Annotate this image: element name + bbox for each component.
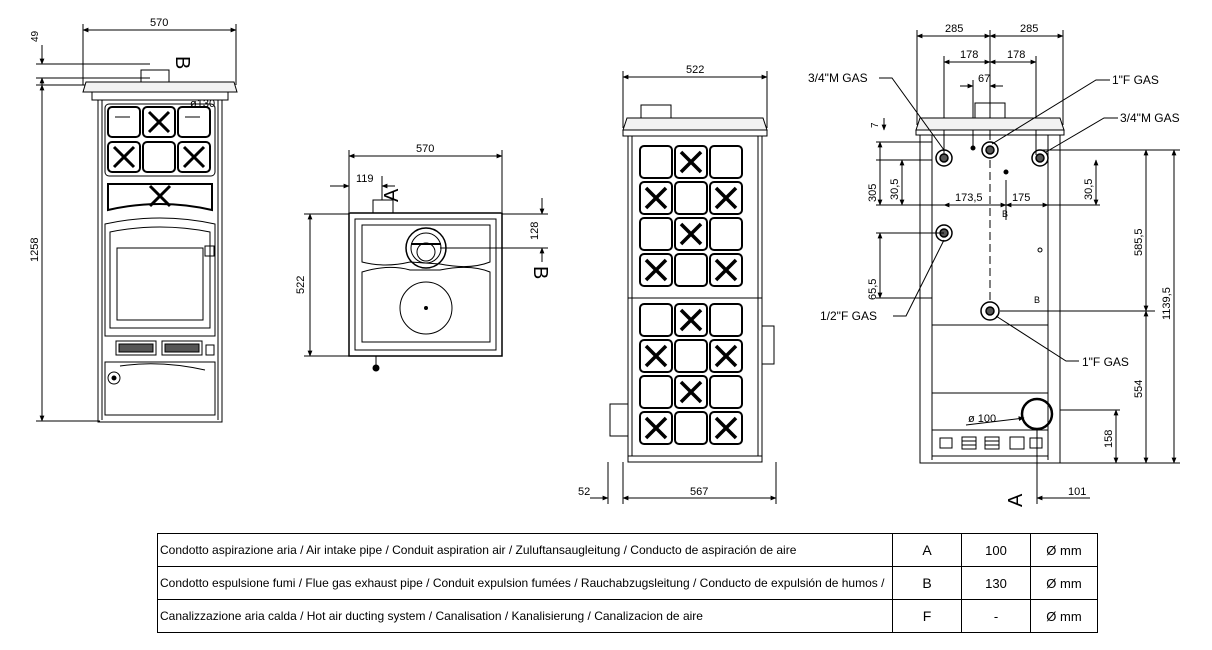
front-view [36,24,238,423]
rear-gas-r: 3/4"M GAS [1120,111,1180,125]
rear-dim-175: 175 [1012,192,1030,204]
rear-center-67: 67 [978,73,990,85]
top-depth-label: 522 [295,276,307,294]
spec-table: Condotto aspirazione aria / Air intake p… [157,533,1098,633]
row-unit: Ø mm [1030,566,1098,600]
rear-dim-101: 101 [1068,486,1086,498]
table-row: Canalizzazione aria calda / Hot air duct… [157,599,1098,633]
rear-gas-tr: 1"F GAS [1112,73,1159,87]
row-code: F [892,599,962,633]
side-offset-label: 52 [578,486,590,498]
rear-dim-30-5-left: 30,5 [889,179,901,200]
row-description: Condotto espulsione fumi / Flue gas exha… [157,566,893,600]
rear-left-178: 178 [960,49,978,61]
front-height-label: 1258 [29,238,41,262]
row-code: A [892,533,962,567]
table-row: Condotto espulsione fumi / Flue gas exha… [157,566,1098,600]
rear-dim-585-5: 585,5 [1133,228,1145,256]
front-pipe-label: ø130 [190,98,215,110]
front-section-label: B [171,56,193,69]
row-value: 100 [961,533,1031,567]
rear-dim-1139-5: 1139,5 [1161,287,1173,320]
rear-gas-b: 1"F GAS [1082,355,1129,369]
rear-dim-173-5: 173,5 [955,192,983,204]
row-value: 130 [961,566,1031,600]
row-description: Canalizzazione aria calda / Hot air duct… [157,599,893,633]
front-top-label: 49 [30,30,41,42]
top-width-label: 570 [416,143,434,155]
top-labels: 570 119 522 128 A B [295,143,551,294]
row-code: B [892,566,962,600]
rear-dia-label: ø 100 [968,413,996,425]
rear-marker-b2: B [1034,295,1040,305]
rear-dim-30-5-right: 30,5 [1083,179,1095,200]
rear-labels: 285 285 178 178 67 7 305 30,5 173,5 175 … [808,23,1180,507]
rear-dim-305: 305 [867,184,879,202]
row-unit: Ø mm [1030,533,1098,567]
top-section-a-label: A [381,188,403,202]
rear-half-right: 285 [1020,23,1038,35]
side-depth-label: 567 [690,486,708,498]
rear-section-a-label: A [1005,493,1027,507]
table-row: Condotto aspirazione aria / Air intake p… [157,533,1098,567]
top-pipe-offset-label: 128 [529,222,541,240]
top-section-b-label: B [529,266,551,279]
rear-dim-65-5: 65,5 [867,279,879,300]
rear-marker-b1: B [1002,209,1008,219]
top-view [304,150,548,372]
rear-view [876,30,1180,504]
rear-gas-tl: 3/4"M GAS [808,71,868,85]
top-offset-label: 119 [356,173,374,185]
rear-half-left: 285 [945,23,963,35]
rear-top-7: 7 [870,122,881,128]
front-labels: 570 49 1258 B ø130 [29,17,215,262]
rear-right-178: 178 [1007,49,1025,61]
row-value: - [961,599,1031,633]
rear-gas-l: 1/2"F GAS [820,309,877,323]
technical-drawing: 570 49 1258 B ø130 570 119 522 128 A B 5… [29,17,1180,507]
side-width-label: 522 [686,64,704,76]
row-unit: Ø mm [1030,599,1098,633]
front-width-label: 570 [150,17,168,29]
side-view [590,71,777,504]
rear-dim-158: 158 [1103,430,1115,448]
side-labels: 522 567 52 [578,64,708,498]
rear-dim-554: 554 [1133,380,1145,398]
row-description: Condotto aspirazione aria / Air intake p… [157,533,893,567]
